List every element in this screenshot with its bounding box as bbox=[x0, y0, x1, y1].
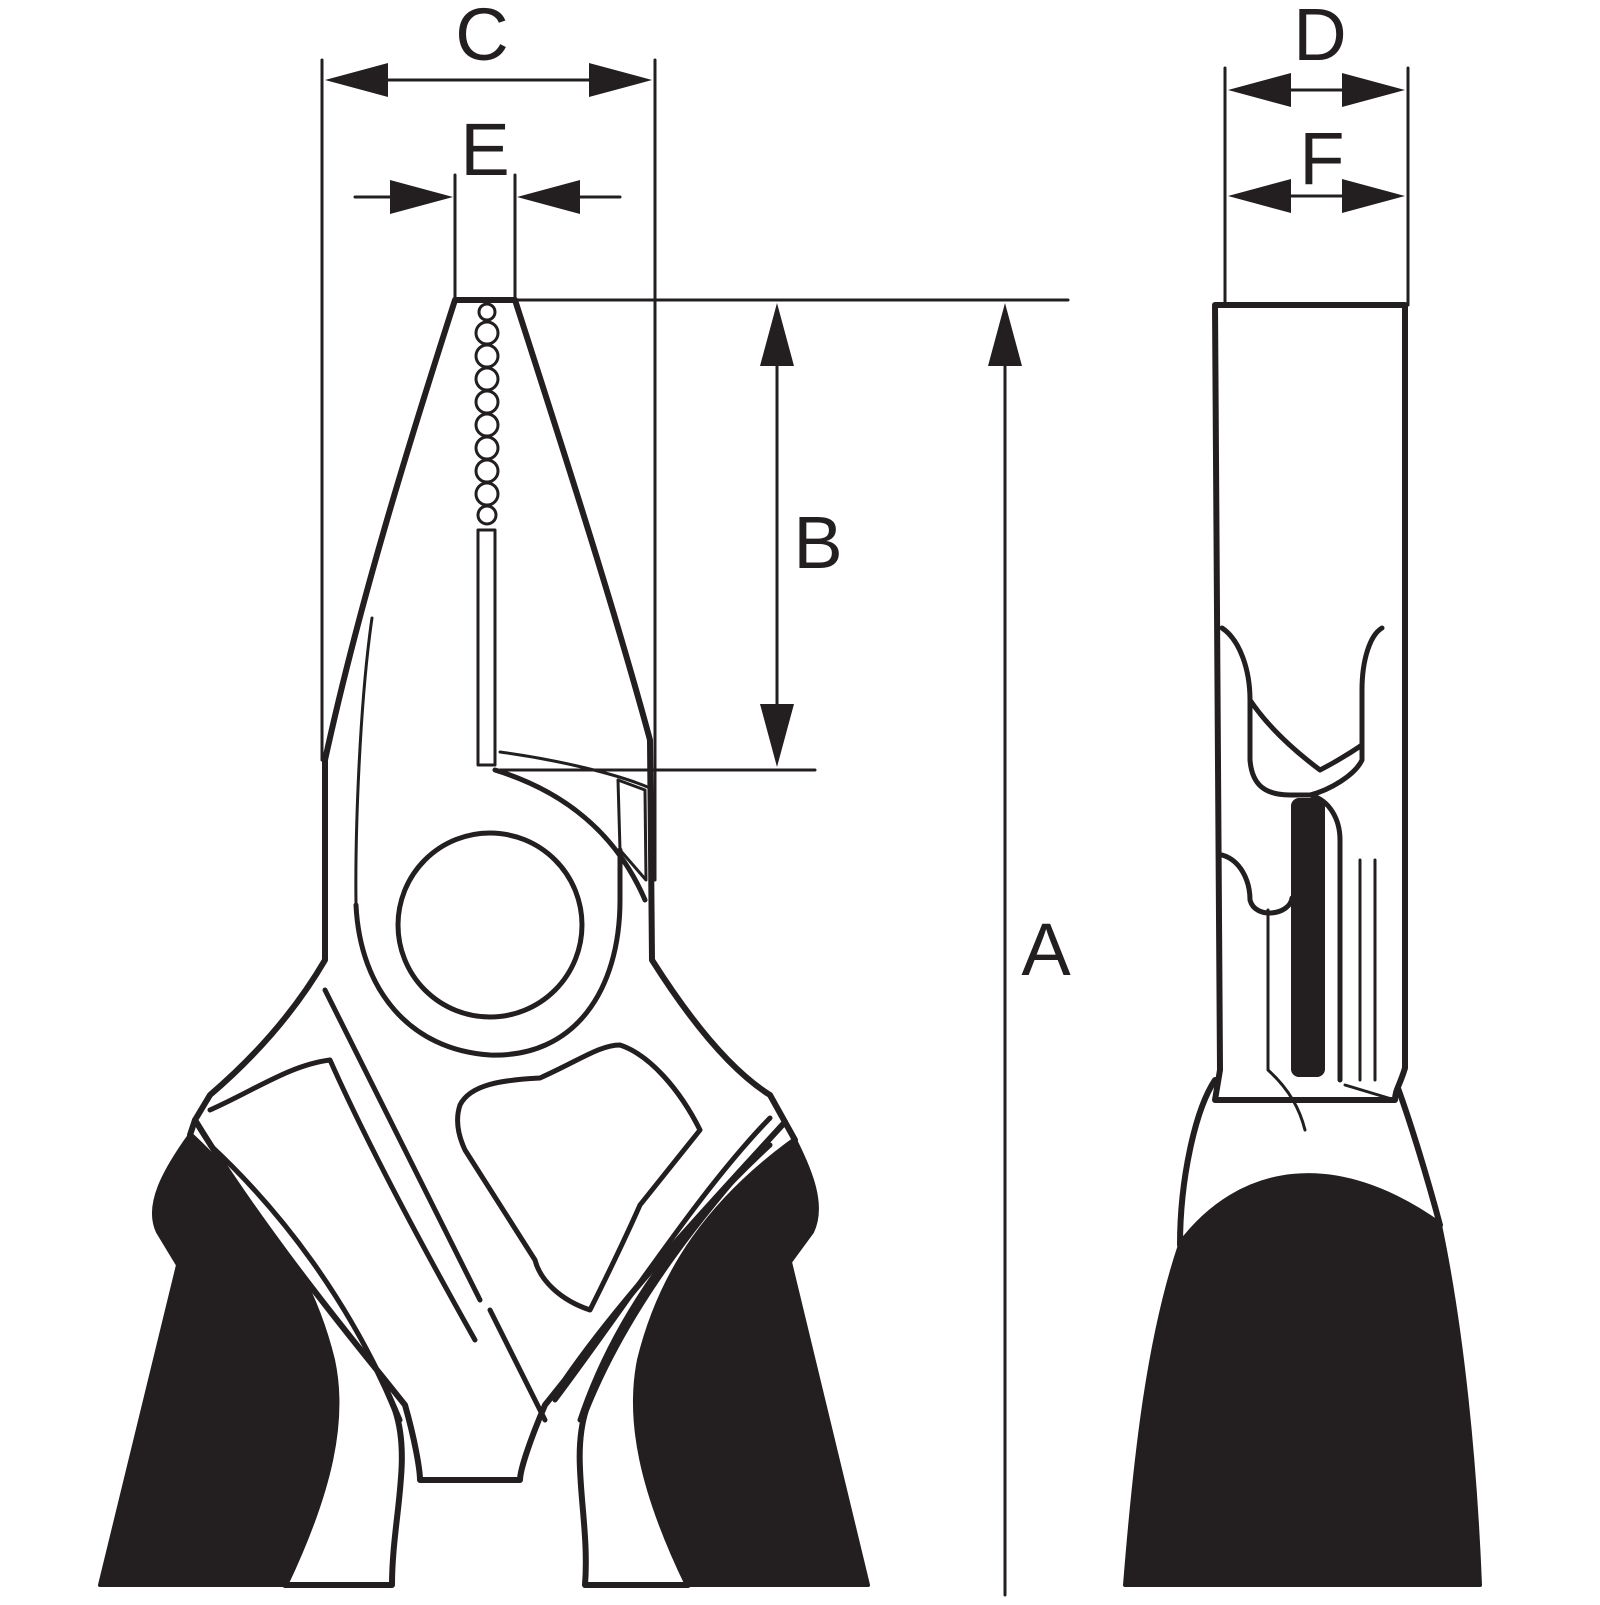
dimension-b: B bbox=[498, 303, 843, 772]
dimension-label-f: F bbox=[1299, 117, 1344, 200]
pivot-rivet bbox=[395, 830, 585, 1020]
jaw-serrations bbox=[474, 302, 500, 526]
dimension-c: C bbox=[320, 0, 657, 882]
dimension-d: D bbox=[1223, 0, 1410, 307]
left-jaw-inner-edge bbox=[354, 616, 374, 907]
dimension-label-c: C bbox=[455, 0, 508, 76]
jaw-slot bbox=[476, 528, 497, 767]
side-body-outline bbox=[1212, 302, 1408, 1103]
right-handle bbox=[576, 1119, 798, 1588]
side-jaw-detail bbox=[1219, 625, 1385, 1083]
side-handle-collar bbox=[1177, 1077, 1443, 1248]
dimension-f: F bbox=[1228, 117, 1405, 213]
dimension-label-d: D bbox=[1293, 0, 1346, 76]
dimension-label-e: E bbox=[460, 108, 509, 191]
dimension-label-a: A bbox=[1021, 908, 1071, 991]
pliers-body-outline bbox=[192, 297, 788, 1483]
front-view bbox=[98, 297, 870, 1588]
dimension-label-b: B bbox=[793, 501, 842, 584]
handle-window bbox=[455, 1042, 703, 1313]
right-lever-arm bbox=[487, 1115, 773, 1423]
side-blade-insert bbox=[1291, 798, 1325, 1077]
joint-side-plate bbox=[616, 778, 648, 882]
side-view bbox=[1123, 302, 1482, 1587]
dimension-a: A bbox=[988, 303, 1071, 1597]
side-vertical-lines bbox=[1266, 858, 1397, 1132]
left-lever-arm bbox=[207, 987, 483, 1343]
joint-upper-curve bbox=[492, 767, 648, 903]
left-handle-inner-line bbox=[207, 1142, 403, 1423]
right-jaw-edge-lower bbox=[498, 750, 652, 790]
right-handle-inner-line bbox=[577, 1142, 773, 1423]
pivot-housing bbox=[353, 847, 623, 1058]
dimension-e: E bbox=[353, 108, 622, 302]
